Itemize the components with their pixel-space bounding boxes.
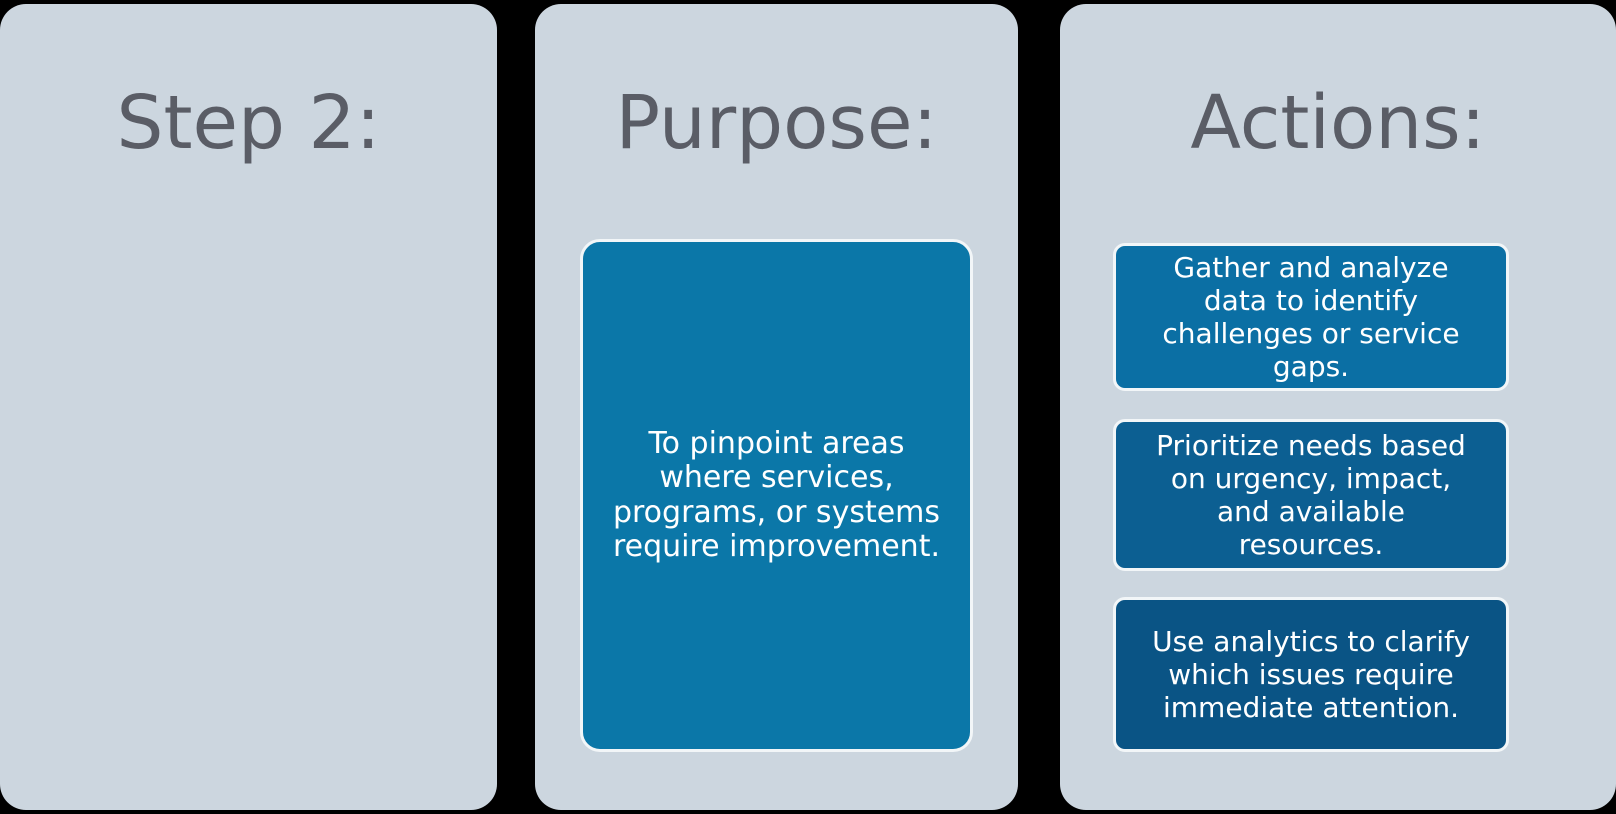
action-card-text: Prioritize needs based on urgency, impac…: [1156, 428, 1466, 562]
purpose-column: Purpose: To pinpoint areas where service…: [535, 4, 1018, 810]
actions-column: Actions: Gather and analyze data to iden…: [1060, 4, 1616, 810]
action-card: Gather and analyze data to identify chal…: [1113, 243, 1509, 391]
action-card: Use analytics to clarify which issues re…: [1113, 597, 1509, 752]
action-card: Prioritize needs based on urgency, impac…: [1113, 419, 1509, 571]
purpose-column-title: Purpose:: [615, 80, 938, 166]
purpose-card-text: To pinpoint areas where services, progra…: [612, 426, 941, 564]
action-card-text: Gather and analyze data to identify chal…: [1162, 250, 1460, 384]
step-column-title: Step 2:: [116, 80, 381, 166]
purpose-card: To pinpoint areas where services, progra…: [580, 239, 973, 752]
action-card-text: Use analytics to clarify which issues re…: [1152, 624, 1470, 725]
step-column: Step 2:: [0, 4, 497, 810]
actions-column-title: Actions:: [1190, 80, 1486, 166]
